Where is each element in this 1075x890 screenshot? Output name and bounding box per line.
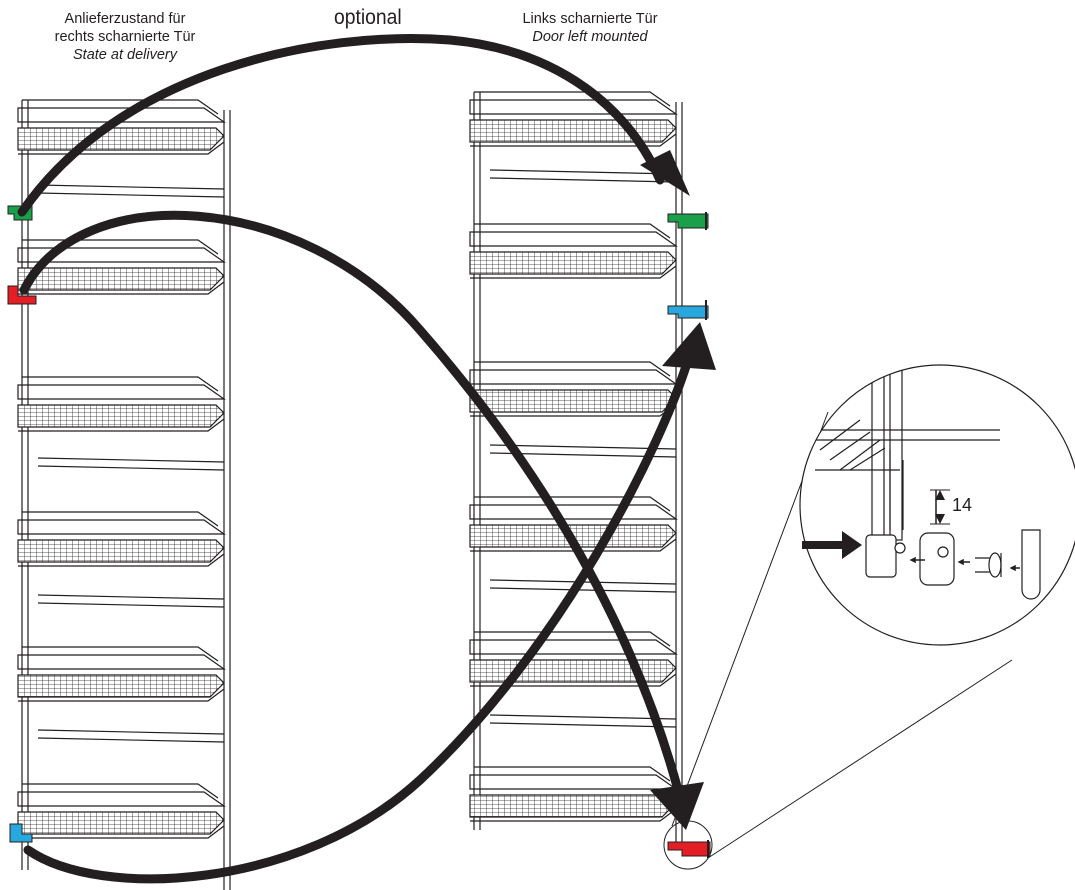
- detail-magnifier-icon: [799, 364, 1075, 646]
- shelf-rack-icon: [17, 511, 226, 567]
- cross-bar: [37, 729, 225, 743]
- label-left-line2: rechts scharnierte Tür: [54, 29, 196, 45]
- shelf-rack-icon: [469, 91, 678, 147]
- label-left-line3: State at delivery: [73, 47, 177, 63]
- rack-left: [17, 99, 231, 890]
- arrow-head-green: [640, 150, 690, 196]
- arrow-red-path: [19, 210, 683, 795]
- shelf-rack-icon: [469, 766, 678, 822]
- shelf-rack-icon: [17, 783, 226, 839]
- label-optional: optional: [334, 6, 402, 29]
- hinge-red-icon: [667, 840, 711, 858]
- dimension-label: 14: [952, 495, 973, 515]
- arrow-head-red: [650, 782, 704, 830]
- arrow-blue-path: [23, 355, 693, 884]
- arrow-heads: [640, 150, 716, 830]
- shelf-rack-icon: [17, 646, 226, 702]
- shelf-rack-icon: [469, 223, 678, 279]
- label-door-left-mounted: Links scharnierte Tür Door left mounted: [495, 10, 685, 46]
- arrow-head-blue: [662, 322, 716, 370]
- rack-right: [469, 91, 683, 850]
- shelf-rack-icon: [469, 361, 678, 417]
- arrow-green-path: [17, 34, 665, 217]
- label-left-line1: Anlieferzustand für: [64, 11, 186, 27]
- shelf-rack-icon: [469, 631, 678, 687]
- label-right-line1: Links scharnierte Tür: [522, 11, 658, 27]
- hinge-red-icon: [7, 285, 37, 305]
- shelf-rack-icon: [17, 239, 226, 295]
- cross-bar: [37, 457, 225, 471]
- cross-bar: [37, 594, 225, 608]
- cross-bar: [489, 714, 677, 728]
- zoom-line: [707, 659, 1013, 859]
- hinge-blue-icon: [9, 823, 33, 843]
- cross-bar: [37, 184, 225, 198]
- label-state-at-delivery: Anlieferzustand für rechts scharnierte T…: [40, 10, 210, 64]
- label-right-line2: Door left mounted: [532, 29, 648, 45]
- transfer-arrows: [17, 34, 693, 884]
- shelf-rack-icon: [17, 99, 226, 155]
- cross-bar: [489, 169, 677, 183]
- shelf-rack-icon: [17, 376, 226, 432]
- hinge-green-icon: [667, 212, 709, 230]
- hinge-blue-icon: [667, 300, 709, 320]
